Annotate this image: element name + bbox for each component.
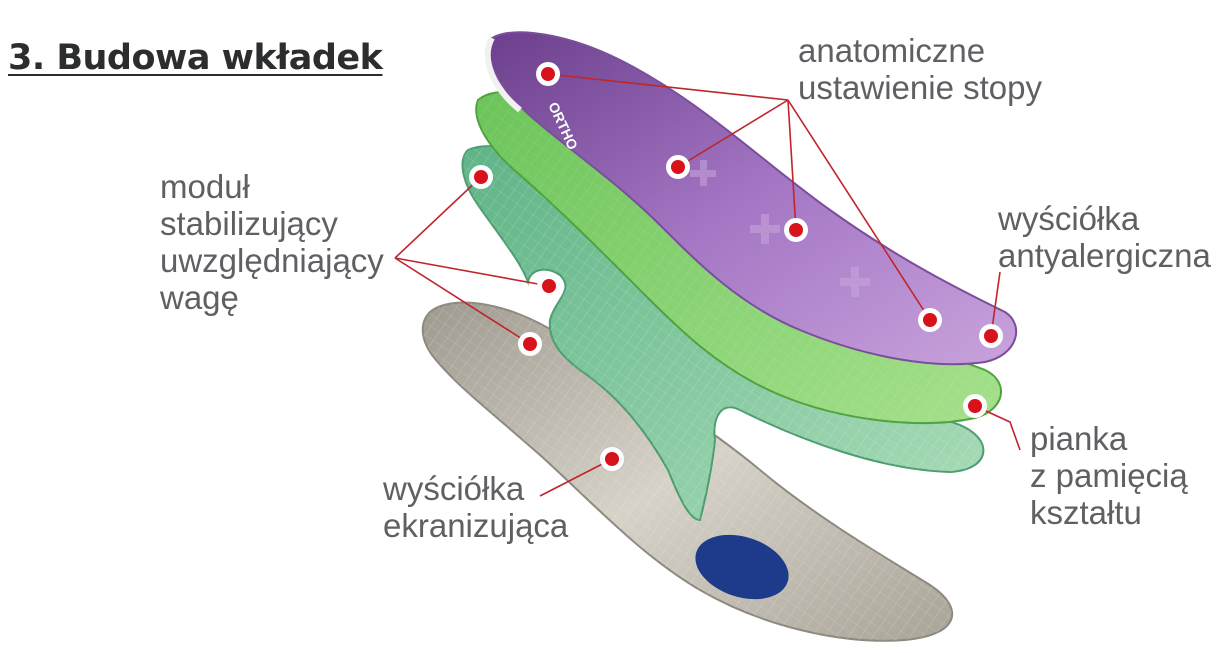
marker-anatomic-3: [784, 218, 808, 242]
callout-lines: [394, 73, 1021, 497]
marker-anatomic-2: [666, 155, 690, 179]
cross-pattern-icon: [690, 160, 870, 297]
marker-anatomic-1: [536, 62, 560, 86]
page-title: 3. Budowa wkładek: [8, 38, 383, 78]
label-antiallergic: wyściółka antyalergiczna: [998, 200, 1211, 274]
marker-stabilizer-3: [518, 332, 542, 356]
label-shielding: wyściółka ekranizująca: [383, 470, 569, 544]
label-anatomic: anatomiczne ustawienie stopy: [798, 32, 1042, 106]
heel-pad: [695, 534, 789, 600]
marker-foam: [963, 394, 987, 418]
callout-markers: [469, 62, 1003, 471]
marker-antiallergic: [979, 324, 1003, 348]
marker-stabilizer-2: [537, 274, 561, 298]
marker-stabilizer-1: [469, 165, 493, 189]
label-foam: pianka z pamięcią kształtu: [1030, 420, 1188, 531]
marker-anatomic-4: [918, 308, 942, 332]
label-stabilizer: moduł stabilizujący uwzględniający wagę: [160, 168, 384, 316]
marker-shielding: [600, 447, 624, 471]
